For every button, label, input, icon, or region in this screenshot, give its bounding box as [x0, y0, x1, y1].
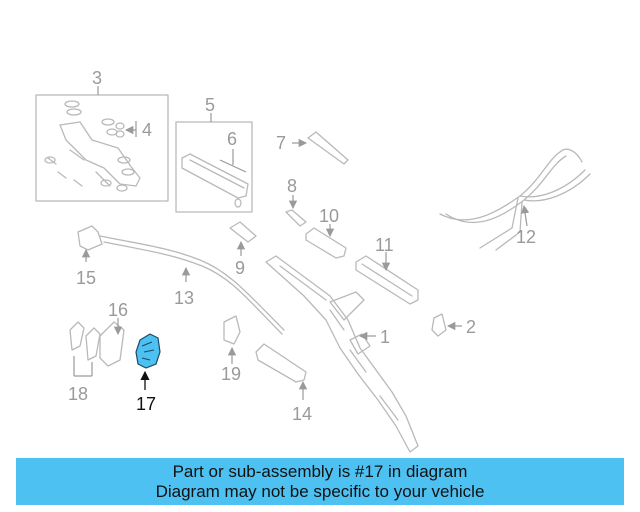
part-14: [255, 343, 308, 400]
part-13: [99, 235, 285, 335]
callout-15: 15: [76, 268, 96, 288]
callout-11: 11: [375, 235, 394, 255]
callout-19: 19: [221, 364, 241, 384]
callout-8: 8: [287, 176, 297, 196]
part-5-group: [175, 121, 253, 213]
callout-3: 3: [92, 68, 102, 88]
info-banner: Part or sub-assembly is #17 in diagram D…: [16, 458, 624, 505]
part-7: [292, 131, 349, 165]
part-15: [77, 225, 103, 262]
callout-13: 13: [174, 288, 194, 308]
callout-10: 10: [319, 206, 339, 226]
callout-12: 12: [516, 227, 536, 247]
callout-5: 5: [205, 95, 215, 115]
part-12: [439, 148, 591, 251]
callout-4: 4: [142, 120, 152, 140]
callout-7: 7: [276, 133, 286, 153]
callout-17: 17: [136, 394, 156, 414]
callout-16: 16: [108, 300, 128, 320]
callout-9: 9: [235, 258, 245, 278]
part-9: [229, 221, 257, 256]
part-17-highlighted: [135, 333, 161, 390]
part-1: [265, 255, 419, 453]
callout-14: 14: [292, 404, 312, 424]
part-4-group: [115, 121, 137, 137]
part-8: [285, 195, 307, 227]
part-10: [305, 224, 347, 259]
part-2: [431, 313, 462, 337]
banner-line-disclaimer: Diagram may not be specific to your vehi…: [155, 481, 485, 501]
banner-line-part-number: Part or sub-assembly is #17 in diagram: [172, 461, 468, 481]
callout-18: 18: [68, 384, 88, 404]
part-18: [69, 321, 101, 377]
callout-1: 1: [380, 327, 390, 347]
part-19: [223, 315, 241, 364]
part-16: [99, 318, 125, 367]
part-11: [355, 252, 419, 305]
part-3-group: [35, 94, 169, 202]
callout-6: 6: [227, 129, 237, 149]
callout-2: 2: [466, 317, 476, 337]
